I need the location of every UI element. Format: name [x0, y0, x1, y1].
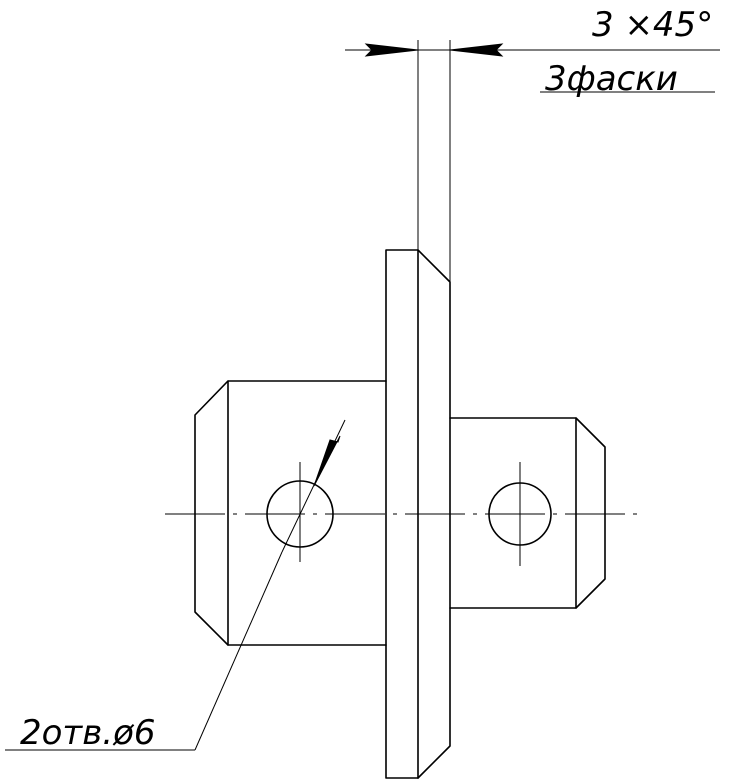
- leader-arrow: [313, 435, 341, 487]
- left-boss: [194, 380, 387, 646]
- center-lines: [165, 462, 640, 566]
- chamfer-note-label: 3фаски: [545, 59, 678, 99]
- right-boss: [449, 417, 606, 609]
- dimension-arrow-left: [364, 43, 419, 57]
- hole-callout: [5, 419, 346, 751]
- chamfer-size-label: 3 ×45°: [592, 5, 713, 45]
- holes-note-label: 2отв.ø6: [20, 713, 156, 753]
- dimension-arrow-right: [449, 43, 504, 57]
- chamfer-dimension: [345, 40, 720, 282]
